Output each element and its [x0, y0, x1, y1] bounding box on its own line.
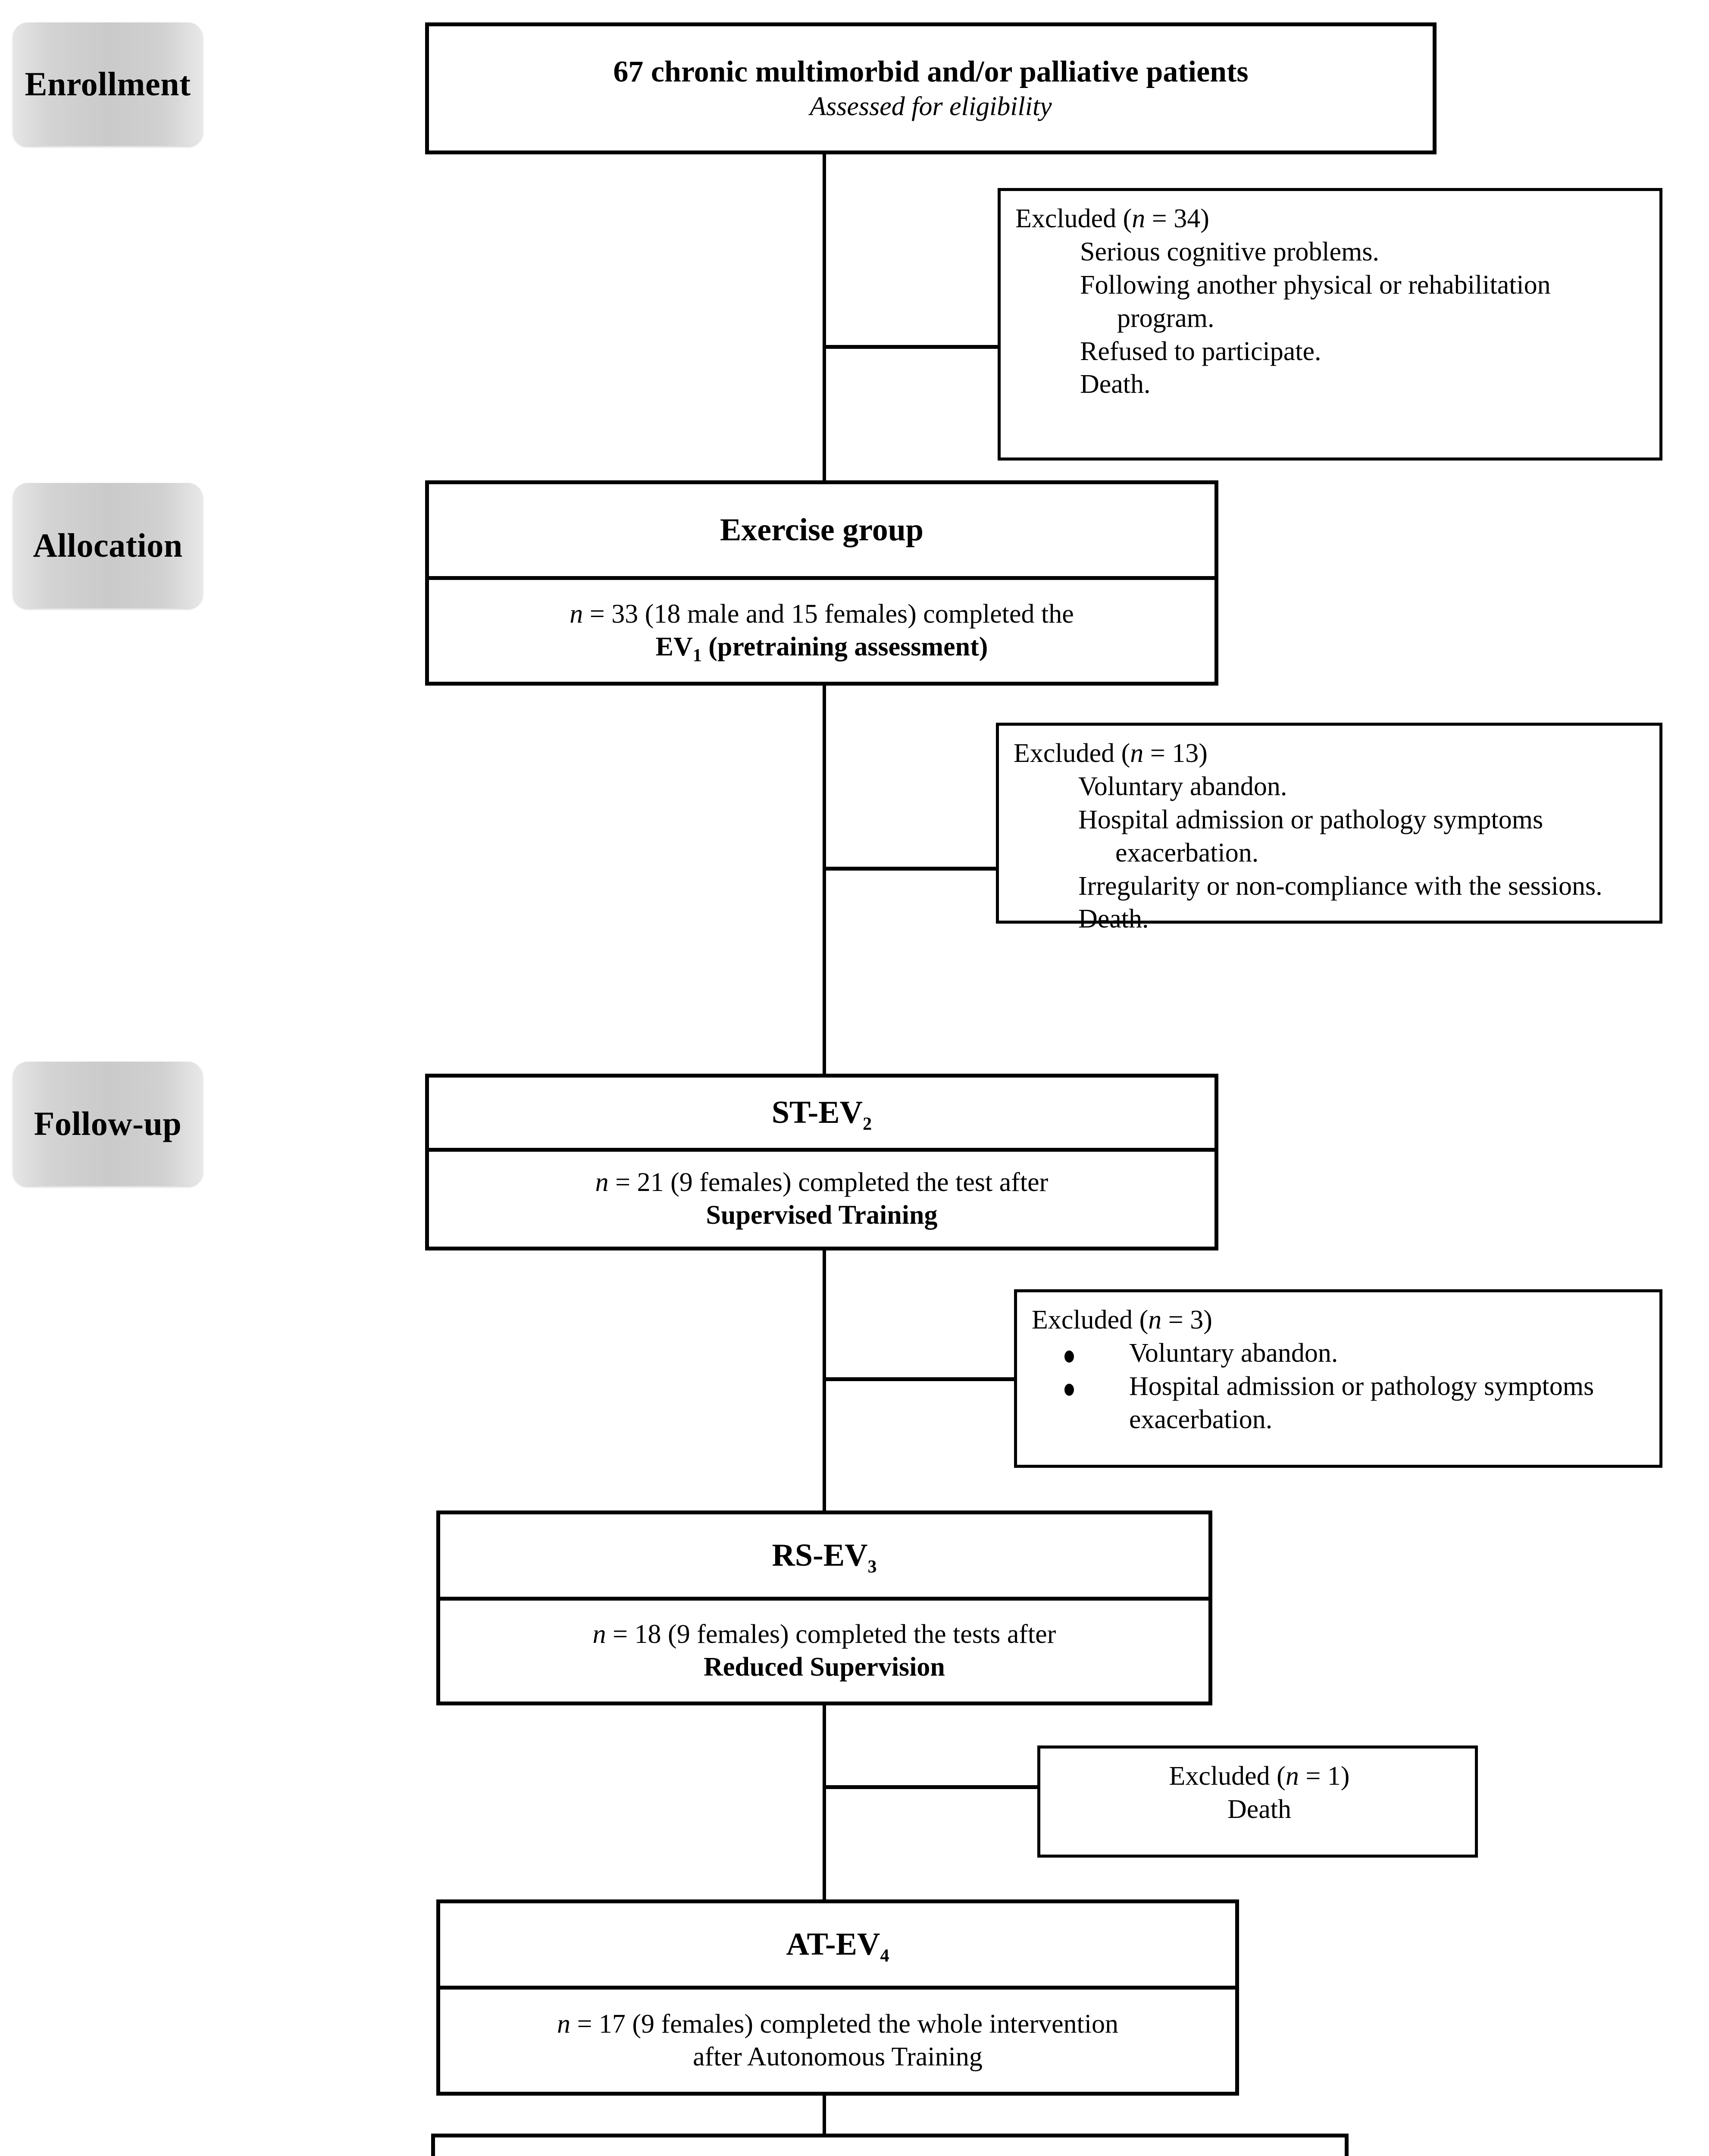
excluded-13-heading: Excluded (n = 13) — [1014, 737, 1648, 770]
node-rs-ev3: RS-EV3 n = 18 (9 females) completed the … — [436, 1510, 1212, 1705]
excluded-box-34: Excluded (n = 34) Serious cognitive prob… — [998, 188, 1662, 461]
stage-label-enrollment-text: Enrollment — [25, 65, 191, 103]
assessed-line1: 67 chronic multimorbid and/or palliative… — [613, 55, 1249, 89]
excluded-3-heading: Excluded (n = 3) — [1032, 1304, 1648, 1337]
st-ev2-body: n = 21 (9 females) completed the test af… — [429, 1152, 1214, 1247]
at-ev4-line2: after Autonomous Training — [693, 2042, 983, 2071]
exercise-group-body: n = 33 (18 male and 15 females) complete… — [429, 580, 1214, 682]
excluded-34-reason-item: Serious cognitive problems. — [1080, 237, 1379, 266]
excluded-box-3: Excluded (n = 3) Voluntary abandon. Hosp… — [1014, 1289, 1662, 1468]
exercise-group-header: Exercise group — [429, 484, 1214, 580]
rs-ev3-line1: n = 18 (9 females) completed the tests a… — [592, 1620, 1056, 1649]
stage-label-enrollment: Enrollment — [13, 22, 203, 146]
excluded-34-reason-item: Death. — [1080, 370, 1151, 399]
node-analysis-outcomes: n = 12 for gait speed (able to walk) n =… — [431, 2134, 1349, 2156]
excluded-13-reason-list: Voluntary abandon. Hospital admission or… — [1014, 770, 1648, 936]
analysis-body: n = 12 for gait speed (able to walk) n =… — [435, 2137, 1345, 2156]
stage-label-allocation: Allocation — [13, 483, 203, 608]
excluded-34-head-n: n — [1132, 204, 1146, 233]
st-ev2-line2: Supervised Training — [706, 1200, 938, 1230]
node-at-ev4: AT-EV4 n = 17 (9 females) completed the … — [436, 1899, 1239, 2096]
connector-branch-excluded-1 — [823, 1785, 1037, 1789]
stage-label-followup: Follow-up — [13, 1062, 203, 1186]
connector-rsev3-to-atev4 — [823, 1705, 826, 1899]
excluded-1-head-post: = 1) — [1299, 1761, 1350, 1791]
excluded-34-reason-item: Following another physical or rehabilita… — [1080, 270, 1551, 333]
connector-branch-excluded-34 — [823, 345, 998, 349]
excluded-13-head-n: n — [1130, 739, 1144, 768]
excluded-3-reason-item: Hospital admission or pathology symptoms… — [1032, 1370, 1648, 1436]
connector-exercise-to-stev2 — [823, 686, 826, 1074]
excluded-box-13: Excluded (n = 13) Voluntary abandon. Hos… — [996, 723, 1662, 934]
node-assessed-for-eligibility: 67 chronic multimorbid and/or palliative… — [425, 22, 1437, 154]
excluded-3-head-post: = 3) — [1161, 1305, 1212, 1335]
excluded-13-reason-item: Death. — [1078, 904, 1149, 934]
node-st-ev2: ST-EV2 n = 21 (9 females) completed the … — [425, 1074, 1218, 1250]
at-ev4-header: AT-EV4 — [440, 1903, 1235, 1990]
excluded-3-reason-item: Voluntary abandon. — [1032, 1337, 1648, 1370]
assessed-content: 67 chronic multimorbid and/or palliative… — [429, 26, 1433, 150]
excluded-1-head-n: n — [1285, 1761, 1299, 1791]
excluded-13-head-pre: Excluded ( — [1014, 739, 1130, 768]
exercise-group-line1: n = 33 (18 male and 15 females) complete… — [570, 599, 1074, 629]
excluded-34-reason-item: Refused to participate. — [1080, 336, 1321, 366]
exercise-group-line2: EV1 (pretraining assessment) — [655, 632, 988, 666]
rs-ev3-line2: Reduced Supervision — [704, 1652, 945, 1682]
excluded-34-reason-list: Serious cognitive problems. Following an… — [1015, 235, 1648, 401]
excluded-13-head-post: = 13) — [1143, 739, 1208, 768]
excluded-1-heading: Excluded (n = 1) — [1055, 1760, 1464, 1793]
excluded-13-reason-item: Voluntary abandon. — [1078, 771, 1287, 801]
at-ev4-line1: n = 17 (9 females) completed the whole i… — [557, 2009, 1119, 2039]
excluded-1-head-pre: Excluded ( — [1169, 1761, 1286, 1791]
excluded-3-head-pre: Excluded ( — [1032, 1305, 1149, 1335]
stage-label-allocation-text: Allocation — [33, 526, 183, 564]
connector-stev2-to-rsev3 — [823, 1250, 826, 1514]
bullet-icon — [1064, 1350, 1074, 1363]
excluded-34-head-post: = 34) — [1145, 204, 1209, 233]
excluded-1-reason-list: Death — [1055, 1793, 1464, 1826]
rs-ev3-body: n = 18 (9 females) completed the tests a… — [440, 1601, 1208, 1702]
excluded-34-head-pre: Excluded ( — [1015, 204, 1132, 233]
at-ev4-title: AT-EV4 — [786, 1927, 889, 1966]
excluded-34-heading: Excluded (n = 34) — [1015, 202, 1648, 235]
st-ev2-header: ST-EV2 — [429, 1078, 1214, 1152]
excluded-box-1: Excluded (n = 1) Death — [1037, 1745, 1478, 1858]
stage-label-followup-text: Follow-up — [34, 1105, 182, 1143]
st-ev2-title: ST-EV2 — [771, 1095, 872, 1134]
excluded-13-reason-item: Hospital admission or pathology symptoms… — [1078, 805, 1543, 868]
bullet-icon — [1064, 1383, 1074, 1396]
excluded-1-reason-item: Death — [1227, 1794, 1292, 1824]
exercise-group-title: Exercise group — [720, 512, 924, 548]
connector-assessed-to-exercise — [823, 154, 826, 482]
connector-branch-excluded-13 — [823, 867, 998, 871]
rs-ev3-header: RS-EV3 — [440, 1514, 1208, 1601]
rs-ev3-title: RS-EV3 — [772, 1538, 877, 1577]
node-exercise-group: Exercise group n = 33 (18 male and 15 fe… — [425, 480, 1218, 686]
excluded-13-reason-item: Irregularity or non-compliance with the … — [1078, 871, 1603, 901]
connector-branch-excluded-3 — [823, 1377, 1014, 1381]
excluded-3-reason-list: Voluntary abandon. Hospital admission or… — [1032, 1337, 1648, 1436]
excluded-3-head-n: n — [1148, 1305, 1162, 1335]
st-ev2-line1: n = 21 (9 females) completed the test af… — [595, 1168, 1049, 1197]
connector-atev4-to-analysis — [823, 2096, 826, 2137]
assessed-line2: Assessed for eligibility — [810, 91, 1052, 121]
at-ev4-body: n = 17 (9 females) completed the whole i… — [440, 1990, 1235, 2092]
